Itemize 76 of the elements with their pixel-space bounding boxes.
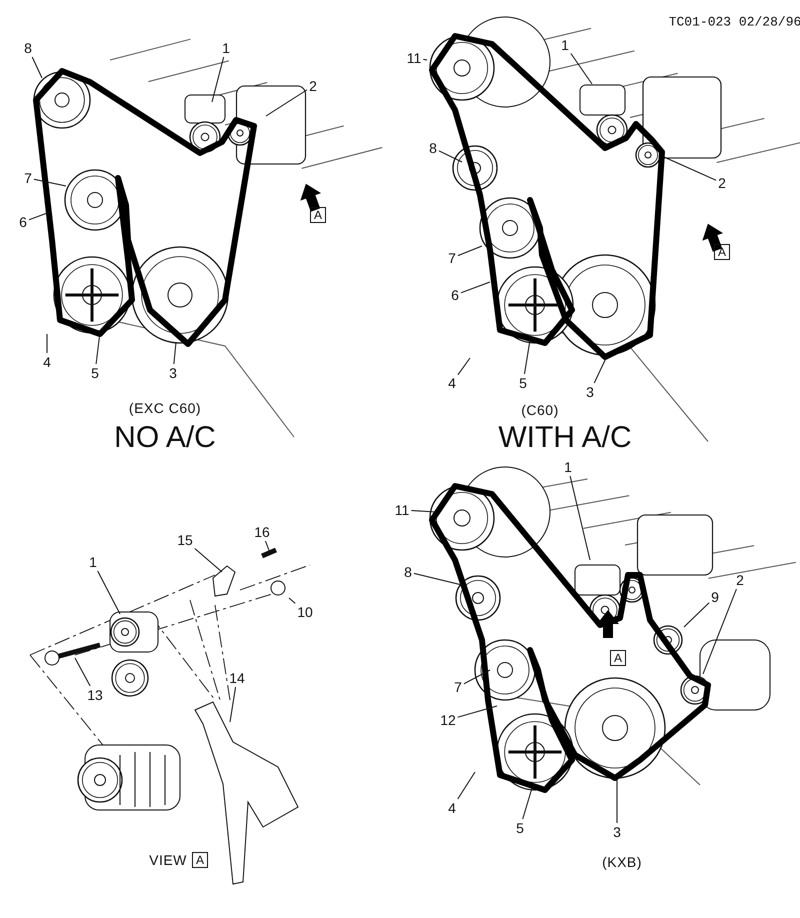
callout-number: 7 xyxy=(23,170,33,186)
leader-line xyxy=(32,56,42,78)
leader-line xyxy=(463,670,490,684)
leader-line xyxy=(460,282,490,294)
callout-number: 8 xyxy=(403,564,413,580)
leader-line xyxy=(410,510,436,512)
leader-line xyxy=(46,334,48,354)
callout-number: 1 xyxy=(563,459,573,475)
callout-number: 11 xyxy=(394,502,410,518)
leader-line xyxy=(230,686,236,722)
leader-line xyxy=(702,588,737,674)
leader-line xyxy=(457,358,470,376)
callout-number: 10 xyxy=(296,604,314,620)
callout-number: 16 xyxy=(253,524,271,540)
view-marker: A xyxy=(192,852,208,868)
leader-line xyxy=(570,476,590,560)
variant-heading: NO A/C xyxy=(114,423,216,453)
leader-line xyxy=(74,658,91,686)
callout-number: 7 xyxy=(453,679,463,695)
callout-number: 2 xyxy=(735,572,745,588)
callout-number: 11 xyxy=(406,50,422,66)
callout-number: 4 xyxy=(447,800,457,816)
leader-line xyxy=(684,602,710,628)
leader-line xyxy=(28,212,50,220)
leader-line xyxy=(457,706,498,718)
leader-line xyxy=(97,570,120,614)
callout-number: 5 xyxy=(518,375,528,391)
variant-code: (EXC C60) xyxy=(128,401,202,415)
leader-line xyxy=(570,53,592,84)
view-label: VIEW xyxy=(149,853,187,867)
callout-number: 2 xyxy=(308,78,318,94)
leader-line xyxy=(422,58,428,60)
callout-number: 1 xyxy=(88,554,98,570)
view-marker: A xyxy=(714,244,730,260)
variant-heading: WITH A/C xyxy=(498,423,632,453)
leader-line xyxy=(457,772,476,800)
leader-line xyxy=(212,56,224,102)
callout-number: 8 xyxy=(428,140,438,156)
callout-number: 13 xyxy=(86,687,104,703)
callout-number: 14 xyxy=(228,670,246,686)
leader-line xyxy=(96,332,100,364)
leader-line xyxy=(664,156,717,181)
callout-number: 1 xyxy=(221,40,231,56)
leader-line xyxy=(288,598,296,604)
leader-line xyxy=(438,150,462,162)
leader-line xyxy=(264,540,270,554)
callout-number: 6 xyxy=(18,214,28,230)
callout-number: 4 xyxy=(447,375,457,391)
leader-line xyxy=(594,356,608,384)
view-marker: A xyxy=(310,207,326,223)
callout-number: 1 xyxy=(560,37,570,53)
callout-number: 2 xyxy=(717,175,727,191)
leader-line xyxy=(522,788,532,820)
callout-number: 15 xyxy=(176,532,194,548)
leader-line xyxy=(173,342,176,364)
variant-code: (C60) xyxy=(521,403,559,417)
leader-line xyxy=(194,548,222,572)
callout-number: 7 xyxy=(447,250,457,266)
callout-number: 12 xyxy=(439,712,457,728)
leader-line xyxy=(413,572,462,586)
variant-code: (KXB) xyxy=(602,855,642,869)
leader-line xyxy=(457,246,482,256)
callout-number: 5 xyxy=(515,820,525,836)
callout-number: 3 xyxy=(585,384,595,400)
leader-line xyxy=(33,178,66,186)
callout-number: 6 xyxy=(450,287,460,303)
callout-number: 4 xyxy=(42,354,52,370)
callout-number: 5 xyxy=(90,365,100,381)
leader-line xyxy=(266,89,308,116)
callout-number: 9 xyxy=(710,589,720,605)
callout-number: 8 xyxy=(23,40,33,56)
leader-line xyxy=(524,340,530,374)
callout-number: 3 xyxy=(612,824,622,840)
callout-number: 3 xyxy=(168,365,178,381)
leader-line xyxy=(616,780,618,824)
view-marker: A xyxy=(610,650,626,666)
